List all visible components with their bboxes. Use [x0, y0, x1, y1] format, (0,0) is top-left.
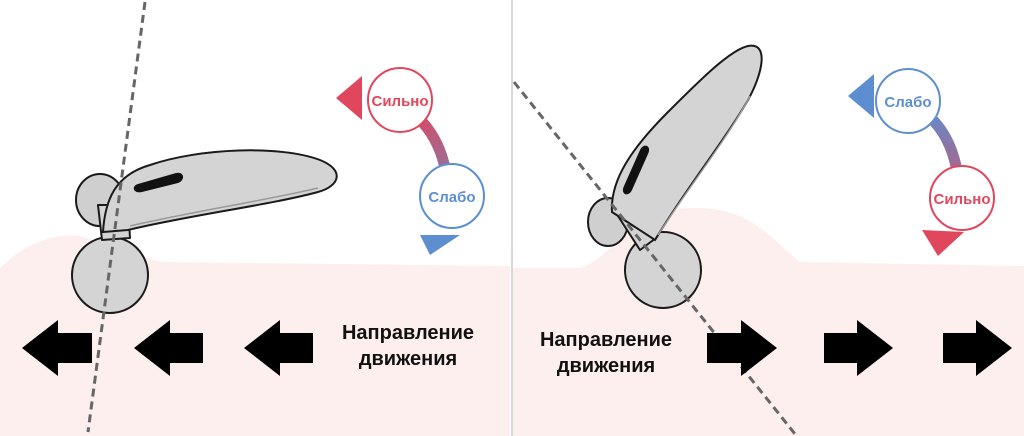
direction-label-right-line2: движения [556, 355, 656, 377]
strong-label-left: Сильно [371, 93, 428, 110]
weak-arrowhead-left [420, 235, 460, 255]
direction-label-left: Направление движения [318, 320, 498, 372]
direction-label-right: Направление движения [516, 327, 696, 379]
direction-arrow-right-1 [707, 320, 777, 376]
roller-grip-right [622, 145, 650, 195]
direction-arrow-right-2 [824, 320, 893, 376]
direction-arrow-left-1 [22, 320, 92, 376]
handle-edge-left [129, 187, 319, 227]
weak-label-right: Слабо [884, 94, 931, 111]
direction-label-right-line1: Направление [539, 329, 673, 351]
strong-badge-right [929, 165, 995, 231]
strong-arrowhead-left [336, 76, 362, 120]
weak-badge-right [875, 68, 941, 134]
left-panel: Сильно Слабо [0, 1, 510, 436]
direction-arrow-right-3 [943, 320, 1012, 376]
axis-line-left [86, 1, 147, 433]
right-panel: Слабо Сильно [512, 44, 1024, 436]
direction-arrow-left-3 [244, 320, 313, 376]
direction-label-left-line2: движения [358, 348, 458, 370]
roller-grip-left [133, 172, 184, 193]
weak-label-left: Слабо [428, 189, 475, 206]
weak-badge-left [419, 163, 485, 229]
strong-arrowhead-right [922, 230, 964, 256]
strong-badge-left [367, 67, 433, 133]
weak-arrowhead-right [848, 74, 874, 118]
handle-edge-right [657, 95, 751, 236]
roller-handle-left [101, 149, 338, 234]
strong-label-right: Сильно [933, 191, 990, 208]
axis-line-right [512, 81, 797, 435]
direction-label-left-line1: Направление [341, 322, 475, 344]
direction-arrow-left-2 [134, 320, 203, 376]
